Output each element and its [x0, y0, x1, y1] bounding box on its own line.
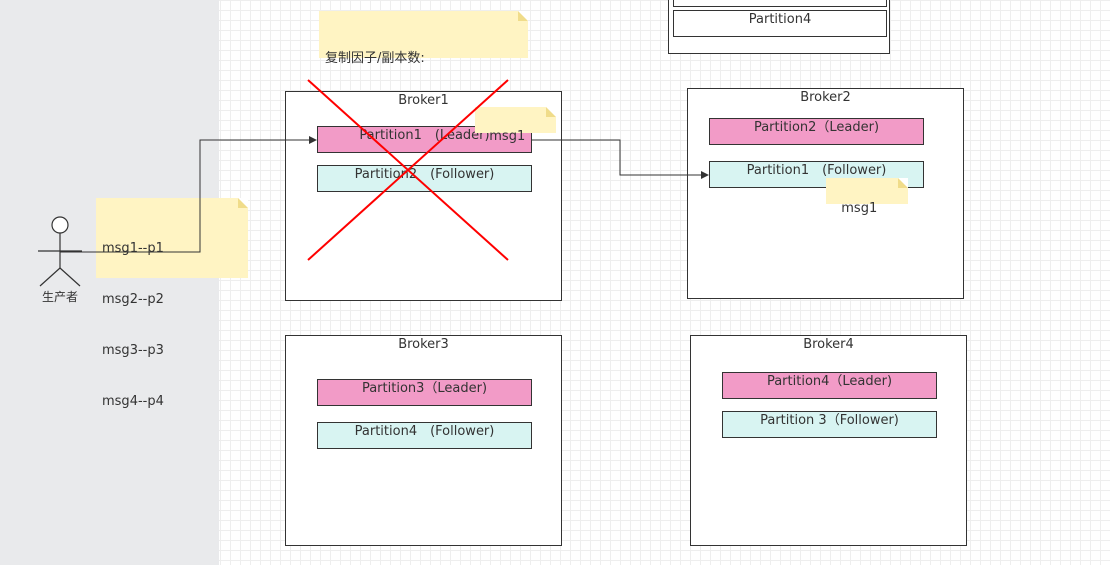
broker1-msg-note[interactable]: msg1: [475, 107, 556, 144]
message-line: msg3--p3: [102, 343, 164, 358]
broker1-title: Broker1: [398, 93, 449, 108]
replication-factor-label: 复制因子/副本数:: [325, 51, 425, 66]
broker2-msg-note[interactable]: msg1: [826, 178, 908, 216]
broker2-msg-label: msg1: [841, 201, 878, 216]
broker4[interactable]: Broker4 Partition4（Leader) Partition 3（F…: [690, 335, 967, 546]
shape-library-panel: [0, 0, 219, 565]
broker4-title: Broker4: [803, 337, 854, 352]
producer-messages-note[interactable]: msg1--p1 msg2--p2 msg3--p3 msg4--p4: [96, 198, 248, 409]
note-fold-corner: [238, 198, 248, 208]
note-fold-corner: [518, 11, 528, 21]
top-partition-bar[interactable]: [673, 0, 887, 7]
broker3-partition4-follower[interactable]: Partition4 (Follower): [317, 422, 532, 449]
broker2-partition2-leader[interactable]: Partition2（Leader): [709, 118, 924, 145]
broker4-partition3-follower[interactable]: Partition 3（Follower): [722, 411, 937, 438]
producer-label: 生产者: [41, 290, 78, 304]
broker1-msg-label: msg1: [489, 129, 526, 144]
broker1-partition2-follower[interactable]: Partition2 (Follower): [317, 165, 532, 192]
broker3-title: Broker3: [398, 337, 449, 352]
note-fold-corner: [898, 178, 908, 188]
broker3[interactable]: Broker3 Partition3（Leader) Partition4 (F…: [285, 335, 562, 546]
top-partition4[interactable]: Partition4: [673, 10, 887, 37]
broker2-title: Broker2: [800, 90, 851, 105]
top-partial-box[interactable]: Partition4: [668, 0, 890, 54]
message-line: msg1--p1: [102, 241, 164, 256]
broker4-partition4-leader[interactable]: Partition4（Leader): [722, 372, 937, 399]
note-fold-corner: [546, 107, 556, 117]
broker3-partition3-leader[interactable]: Partition3（Leader): [317, 379, 532, 406]
message-line: msg2--p2: [102, 292, 164, 307]
replication-factor-note[interactable]: 复制因子/副本数: 1: [319, 11, 528, 114]
message-line: msg4--p4: [102, 394, 164, 409]
broker2[interactable]: Broker2 Partition2（Leader) Partition1 (F…: [687, 88, 964, 299]
